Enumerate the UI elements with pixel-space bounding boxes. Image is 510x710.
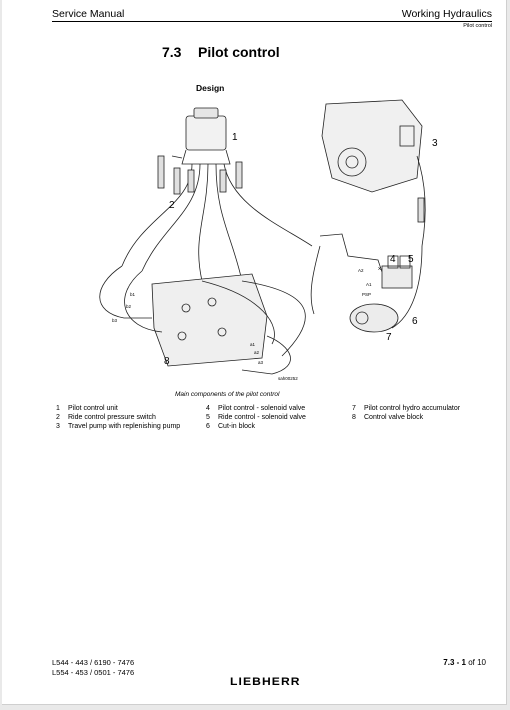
liebherr-logo: LIEBHERR: [230, 676, 301, 688]
label-b1: b1: [130, 292, 136, 297]
label-a2-valve: a2: [254, 350, 260, 355]
header-subchapter: Pilot control: [463, 23, 492, 29]
footer-model-line-2: L554 - 453 / 0501 - 7476: [52, 668, 135, 677]
label-a2: A2: [358, 268, 364, 273]
label-a1: A1: [366, 282, 372, 287]
pilot-control-diagram: 1 2 3 4 5 6 7 8 sah00252 A2 A1 PSP X a1 …: [99, 99, 438, 381]
header-rule: [52, 21, 492, 22]
label-a3-valve: a3: [258, 360, 264, 365]
label-x: X: [378, 266, 381, 271]
footer-models: L544 - 443 / 6190 - 7476 L554 - 453 / 05…: [52, 658, 134, 678]
header-chapter-title: Working Hydraulics: [401, 8, 492, 20]
callout-5: 5: [408, 254, 414, 265]
callout-1: 1: [232, 132, 238, 143]
label-b3: b3: [112, 318, 118, 323]
figure-caption: Main components of the pilot control: [175, 391, 280, 398]
footer-page-of: of 10: [468, 658, 486, 667]
callout-6: 6: [412, 316, 418, 327]
label-b2: b2: [126, 304, 132, 309]
section-number: 7.3: [162, 44, 182, 60]
design-heading: Design: [196, 83, 225, 93]
callout-4: 4: [390, 254, 396, 265]
callout-3: 3: [432, 138, 438, 149]
footer-page-number: 7.3 - 1 of 10: [443, 658, 486, 667]
header-manual-title: Service Manual: [52, 8, 125, 20]
callout-8: 8: [164, 356, 170, 367]
legend-item: 3: [56, 423, 60, 430]
label-a1-valve: a1: [250, 342, 256, 347]
section-title: Pilot control: [198, 44, 280, 60]
footer-page-section: 7.3 - 1: [443, 658, 466, 667]
callout-7: 7: [386, 332, 392, 343]
drawing-id: sah00252: [278, 376, 298, 381]
footer-model-line-1: L544 - 443 / 6190 - 7476: [52, 658, 135, 667]
legend-item-text: Travel pump with replenishing pump: [68, 423, 181, 430]
label-psp: PSP: [362, 292, 371, 297]
callout-2: 2: [169, 200, 175, 211]
